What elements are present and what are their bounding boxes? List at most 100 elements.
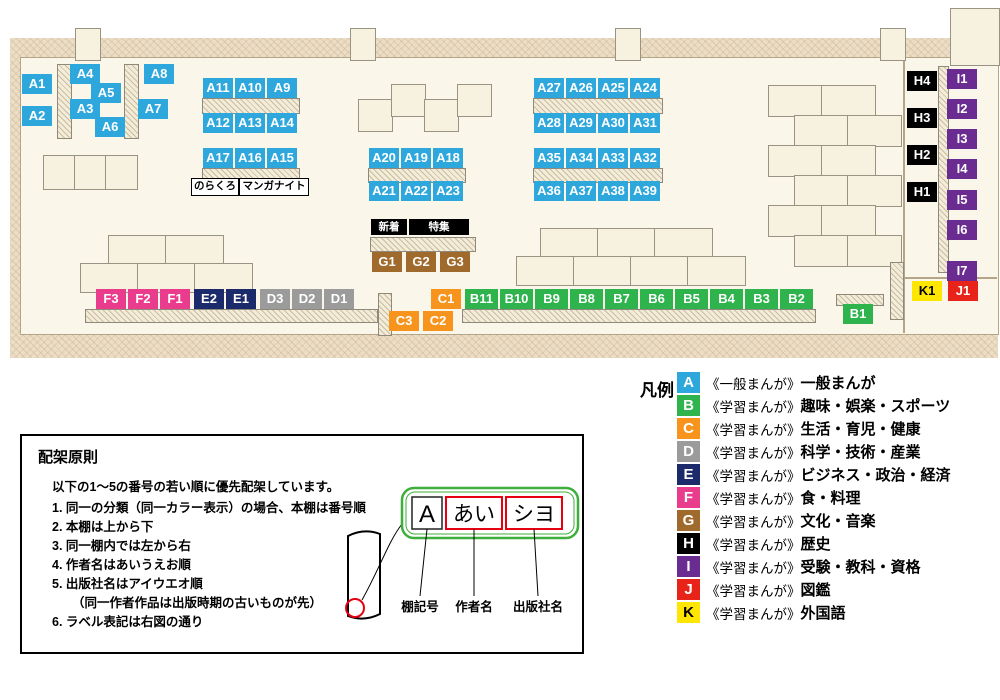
map-label-h4: H4 bbox=[907, 71, 937, 91]
map-label-a36: A36 bbox=[534, 181, 564, 201]
shelf-unit bbox=[462, 309, 816, 323]
map-label-a10: A10 bbox=[235, 78, 265, 98]
map-label-a33: A33 bbox=[598, 148, 628, 168]
map-label-a16: A16 bbox=[235, 148, 265, 168]
shelf-block bbox=[630, 256, 689, 286]
shelf-block bbox=[847, 235, 902, 267]
legend-series: 《学習まんが》 bbox=[706, 514, 801, 530]
legend-category: 生活・育児・健康 bbox=[800, 421, 921, 438]
shelf-block bbox=[105, 155, 138, 190]
pointer-line bbox=[419, 528, 428, 597]
principles-item: （同一作者作品は出版時期の古いものが先） bbox=[72, 596, 323, 610]
shelf-block bbox=[194, 263, 253, 293]
map-label-b1: B1 bbox=[843, 304, 873, 324]
map-label-a18: A18 bbox=[433, 148, 463, 168]
shelf-block bbox=[821, 85, 876, 117]
map-label-g2: G2 bbox=[406, 252, 436, 272]
shelf-unit bbox=[124, 64, 139, 139]
legend-chip-c: C bbox=[677, 418, 700, 439]
map-label-a27: A27 bbox=[534, 78, 564, 98]
legend-chip-d: D bbox=[677, 441, 700, 462]
shelf-block bbox=[165, 235, 224, 265]
legend-chip-j: J bbox=[677, 579, 700, 600]
shelf-block bbox=[847, 115, 902, 147]
legend-category: 趣味・娯楽・スポーツ bbox=[800, 398, 951, 415]
map-label-f3: F3 bbox=[96, 289, 126, 309]
map-label-h1: H1 bbox=[907, 182, 937, 202]
principles-item: 4. 作者名はあいうえお順 bbox=[52, 558, 191, 572]
map-label-a9: A9 bbox=[267, 78, 297, 98]
shelf-block bbox=[768, 145, 823, 177]
map-label-a20: A20 bbox=[369, 148, 399, 168]
shelf-block bbox=[108, 235, 167, 265]
shelf-block bbox=[654, 228, 713, 258]
legend-row-c: C《学習まんが》生活・育児・健康 bbox=[677, 418, 951, 439]
map-label-i4: I4 bbox=[947, 159, 977, 179]
legend-series: 《学習まんが》 bbox=[706, 560, 801, 576]
shelf-block bbox=[821, 145, 876, 177]
legend-series: 《学習まんが》 bbox=[706, 491, 801, 507]
map-label-a34: A34 bbox=[566, 148, 596, 168]
label-diagram: A あい シヨ 棚記号 作者名 出版社名 bbox=[345, 486, 580, 620]
shelf-block bbox=[950, 8, 1000, 66]
principles-item: 1. 同一の分類（同一カラー表示）の場合、本棚は番号順 bbox=[52, 501, 366, 515]
map-label-e1: E1 bbox=[226, 289, 256, 309]
legend-title: 凡例 bbox=[640, 381, 674, 400]
shelf-block bbox=[847, 175, 902, 207]
map-label-a4: A4 bbox=[70, 64, 100, 84]
map-label-a7: A7 bbox=[138, 99, 168, 119]
shelf-block bbox=[424, 99, 459, 132]
shelf-block bbox=[794, 175, 849, 207]
map-text: 特集 bbox=[409, 219, 469, 235]
legend-chip-a: A bbox=[677, 372, 700, 393]
map-label-b10: B10 bbox=[500, 289, 533, 309]
principles-item: 6. ラベル表記は右図の通り bbox=[52, 615, 204, 629]
shelf-block bbox=[794, 235, 849, 267]
shelf-block bbox=[516, 256, 575, 286]
shelf-unit bbox=[836, 294, 884, 306]
legend-row-h: H《学習まんが》歴史 bbox=[677, 533, 951, 554]
shelf-block bbox=[80, 263, 139, 293]
legend-row-b: B《学習まんが》趣味・娯楽・スポーツ bbox=[677, 395, 951, 416]
map-label-i5: I5 bbox=[947, 190, 977, 210]
map-label-f2: F2 bbox=[128, 289, 158, 309]
map-label-b2: B2 bbox=[780, 289, 813, 309]
pointer-curve bbox=[361, 523, 403, 601]
legend-series: 《学習まんが》 bbox=[706, 399, 801, 415]
map-label-e2: E2 bbox=[194, 289, 224, 309]
map-label-c2: C2 bbox=[423, 311, 453, 331]
map-label-d1: D1 bbox=[324, 289, 354, 309]
legend-category: 食・料理 bbox=[800, 490, 861, 507]
shelf-unit bbox=[533, 168, 663, 183]
shelf-block bbox=[75, 28, 101, 61]
shelf-unit bbox=[85, 309, 378, 323]
caption-shelf-code: 棚記号 bbox=[401, 599, 439, 614]
map-label-g1: G1 bbox=[372, 252, 402, 272]
pointer-line bbox=[533, 528, 539, 597]
map-label-a28: A28 bbox=[534, 113, 564, 133]
map-label-b9: B9 bbox=[535, 289, 568, 309]
map-label-d3: D3 bbox=[260, 289, 290, 309]
shelf-unit bbox=[378, 293, 392, 336]
map-label-a37: A37 bbox=[566, 181, 596, 201]
map-label-a24: A24 bbox=[630, 78, 660, 98]
shelf-block bbox=[880, 28, 906, 61]
shelf-block bbox=[597, 228, 656, 258]
legend-category: 一般まんが bbox=[800, 375, 876, 392]
map-label-i6: I6 bbox=[947, 220, 977, 240]
map-label-a38: A38 bbox=[598, 181, 628, 201]
legend-chip-i: I bbox=[677, 556, 700, 577]
map-label-f1: F1 bbox=[160, 289, 190, 309]
principles-intro: 以下の1～5の番号の若い順に優先配架しています。 bbox=[52, 480, 340, 494]
shelf-unit bbox=[370, 237, 476, 252]
map-label-h2: H2 bbox=[907, 145, 937, 165]
map-label-a30: A30 bbox=[598, 113, 628, 133]
map-label-b8: B8 bbox=[570, 289, 603, 309]
map-label-a17: A17 bbox=[203, 148, 233, 168]
legend-series: 《学習まんが》 bbox=[706, 606, 801, 622]
map-label-b11: B11 bbox=[465, 289, 498, 309]
map-label-b5: B5 bbox=[675, 289, 708, 309]
caption-author: 作者名 bbox=[455, 599, 493, 614]
shelf-block bbox=[457, 84, 492, 117]
